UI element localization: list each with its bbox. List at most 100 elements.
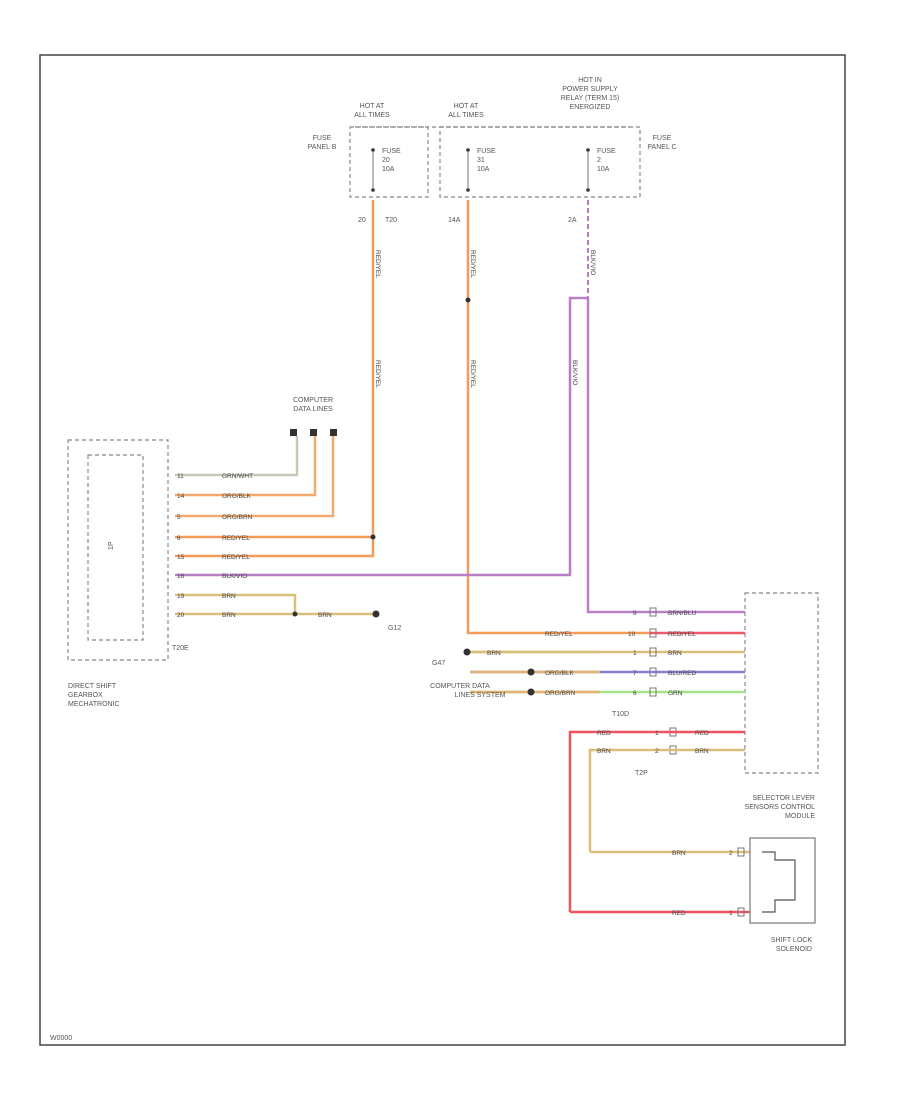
t2p-pin-label-1: 1 <box>655 730 659 737</box>
mech-wire-label-2: ORG/BLK <box>222 493 252 500</box>
fuse-panel-box-2 <box>439 126 641 198</box>
fuse-20-bottom-node <box>371 188 375 192</box>
mechatronic-inner-box <box>87 454 144 641</box>
hot-label-3-l3: RELAY (TERM 15) <box>561 95 619 102</box>
ground-left-node <box>372 610 380 618</box>
sel-wire-label-3b: BRN <box>668 650 682 657</box>
cdl-terminal-2 <box>310 429 317 436</box>
wire-blkvio-to-selector <box>586 298 650 614</box>
mech-pin-19: 19 <box>177 593 185 600</box>
solenoid-coil-symbol <box>762 851 796 913</box>
t2p-wire-label-brn-right: BRN <box>695 748 709 755</box>
fuse-31-l2: 31 <box>477 157 485 164</box>
fuse-31-l3: 10A <box>477 166 490 173</box>
sel-pin-7: 7 <box>633 670 637 677</box>
t10d-pin-4 <box>649 667 657 677</box>
mech-wire-grnwht <box>175 436 299 477</box>
mechatronic-internal-mark: 1P <box>108 541 115 550</box>
vwire-label-2: RED/YEL <box>469 250 476 278</box>
mech-pin-16: 16 <box>177 573 185 580</box>
solenoid-pin-1 <box>737 907 745 917</box>
hot-label-3-l4: ENERGIZED <box>570 104 611 111</box>
mech-wire-label-8: BRN <box>222 612 236 619</box>
t2p-wire-label-red-right: RED <box>695 730 709 737</box>
ground-left-label: G12 <box>388 625 401 632</box>
t2p-wire-label-red-left: RED <box>597 730 611 737</box>
t2p-pin-label-2: 2 <box>655 748 659 755</box>
wire-fuse31-splice <box>465 297 471 303</box>
sel-pin-8: 8 <box>633 610 637 617</box>
t10d-pin-1 <box>649 607 657 617</box>
cdls-l2: LINES SYSTEM <box>455 692 506 699</box>
fuse-panel-c-l2: PANEL C <box>647 144 676 151</box>
sel-t2p-wire-red <box>568 730 745 912</box>
wire-blkvio-to-mech <box>175 296 588 577</box>
fuse-31-bottom-node <box>466 188 470 192</box>
sol-name-l2: SOLENOID <box>776 946 812 953</box>
fuse-panel-b-box <box>349 126 429 198</box>
mech-wire-label-5: RED/YEL <box>222 554 250 561</box>
mech-pin-20: 20 <box>177 612 185 619</box>
fuse-2-top-node <box>586 148 590 152</box>
sel-name-l2: SENSORS CONTROL <box>745 804 816 811</box>
mech-brn-splice <box>292 611 298 617</box>
mech-wire-label-3: ORG/BRN <box>222 514 253 521</box>
vwire-label-1: RED/YEL <box>374 250 381 278</box>
pin-2a-label: 2A <box>568 217 577 224</box>
mechatronic-connector-label: T20E <box>172 645 189 652</box>
fuse-31-l1: FUSE <box>477 148 496 155</box>
diagram-frame <box>39 54 846 1046</box>
vertical-wires: RED/YEL RED/YEL BLK/VIO RED/YEL RED/YEL … <box>175 200 650 635</box>
sel-pin-1: 1 <box>633 650 637 657</box>
sel-wire-label-5b: GRN <box>668 690 683 697</box>
conn-t20-label: T20 <box>385 217 397 224</box>
selector-module-box <box>744 592 819 774</box>
vwire-label-3: BLK/VIO <box>589 250 596 275</box>
computer-data-lines-system-label: COMPUTER DATA LINES SYSTEM <box>430 683 505 699</box>
vwire-label-5: RED/YEL <box>469 360 476 388</box>
cdl-l2: DATA LINES <box>293 406 333 413</box>
mech-wire-label-7: BRN <box>222 593 236 600</box>
mech-pin-6: 6 <box>177 535 181 542</box>
ground-right-node <box>463 648 471 656</box>
mech-pin-15: 15 <box>177 554 185 561</box>
mech-wire-brn-1 <box>175 593 297 614</box>
sel-pin-10: 10 <box>628 631 636 638</box>
sel-wire-label-3: BRN <box>487 650 501 657</box>
footer-code: W0000 <box>50 1035 72 1042</box>
mech-wire-label-4: RED/YEL <box>222 535 250 542</box>
cdl-terminal-1 <box>290 429 297 436</box>
hot-label-3-l1: HOT IN <box>578 77 602 84</box>
fuse-2-l2: 2 <box>597 157 601 164</box>
fuse-2-l1: FUSE <box>597 148 616 155</box>
t10d-pin-5 <box>649 687 657 697</box>
t2p-connector-label: T2P <box>635 770 648 777</box>
mech-name-l2: GEARBOX <box>68 692 103 699</box>
sel-name-l1: SELECTOR LEVER <box>752 795 815 802</box>
solenoid-name-label: SHIFT LOCK SOLENOID <box>771 937 812 953</box>
solenoid-pin-label-1: 1 <box>729 910 733 917</box>
vwire-label-6: BLK/VIO <box>571 360 578 385</box>
hot-label-3-l2: POWER SUPPLY <box>562 86 618 93</box>
mechatronic-module: 1P G12 11 14 5 6 15 16 19 20 GRN/WHT ORG… <box>67 436 401 708</box>
fuse-20-top-node <box>371 148 375 152</box>
fuse-31: FUSE 31 10A <box>466 148 496 192</box>
hot-label-1-l2: ALL TIMES <box>354 112 390 119</box>
fuse-31-label: FUSE 31 10A <box>477 148 496 173</box>
mech-redyel-splice <box>370 534 376 540</box>
sol-name-l1: SHIFT LOCK <box>771 937 812 944</box>
cdls-l1: COMPUTER DATA <box>430 683 490 690</box>
mech-pin-5: 5 <box>177 514 181 521</box>
mech-wire-label-6: BLK/VIO <box>222 573 247 580</box>
wire-fuse31-redyel <box>466 200 650 635</box>
